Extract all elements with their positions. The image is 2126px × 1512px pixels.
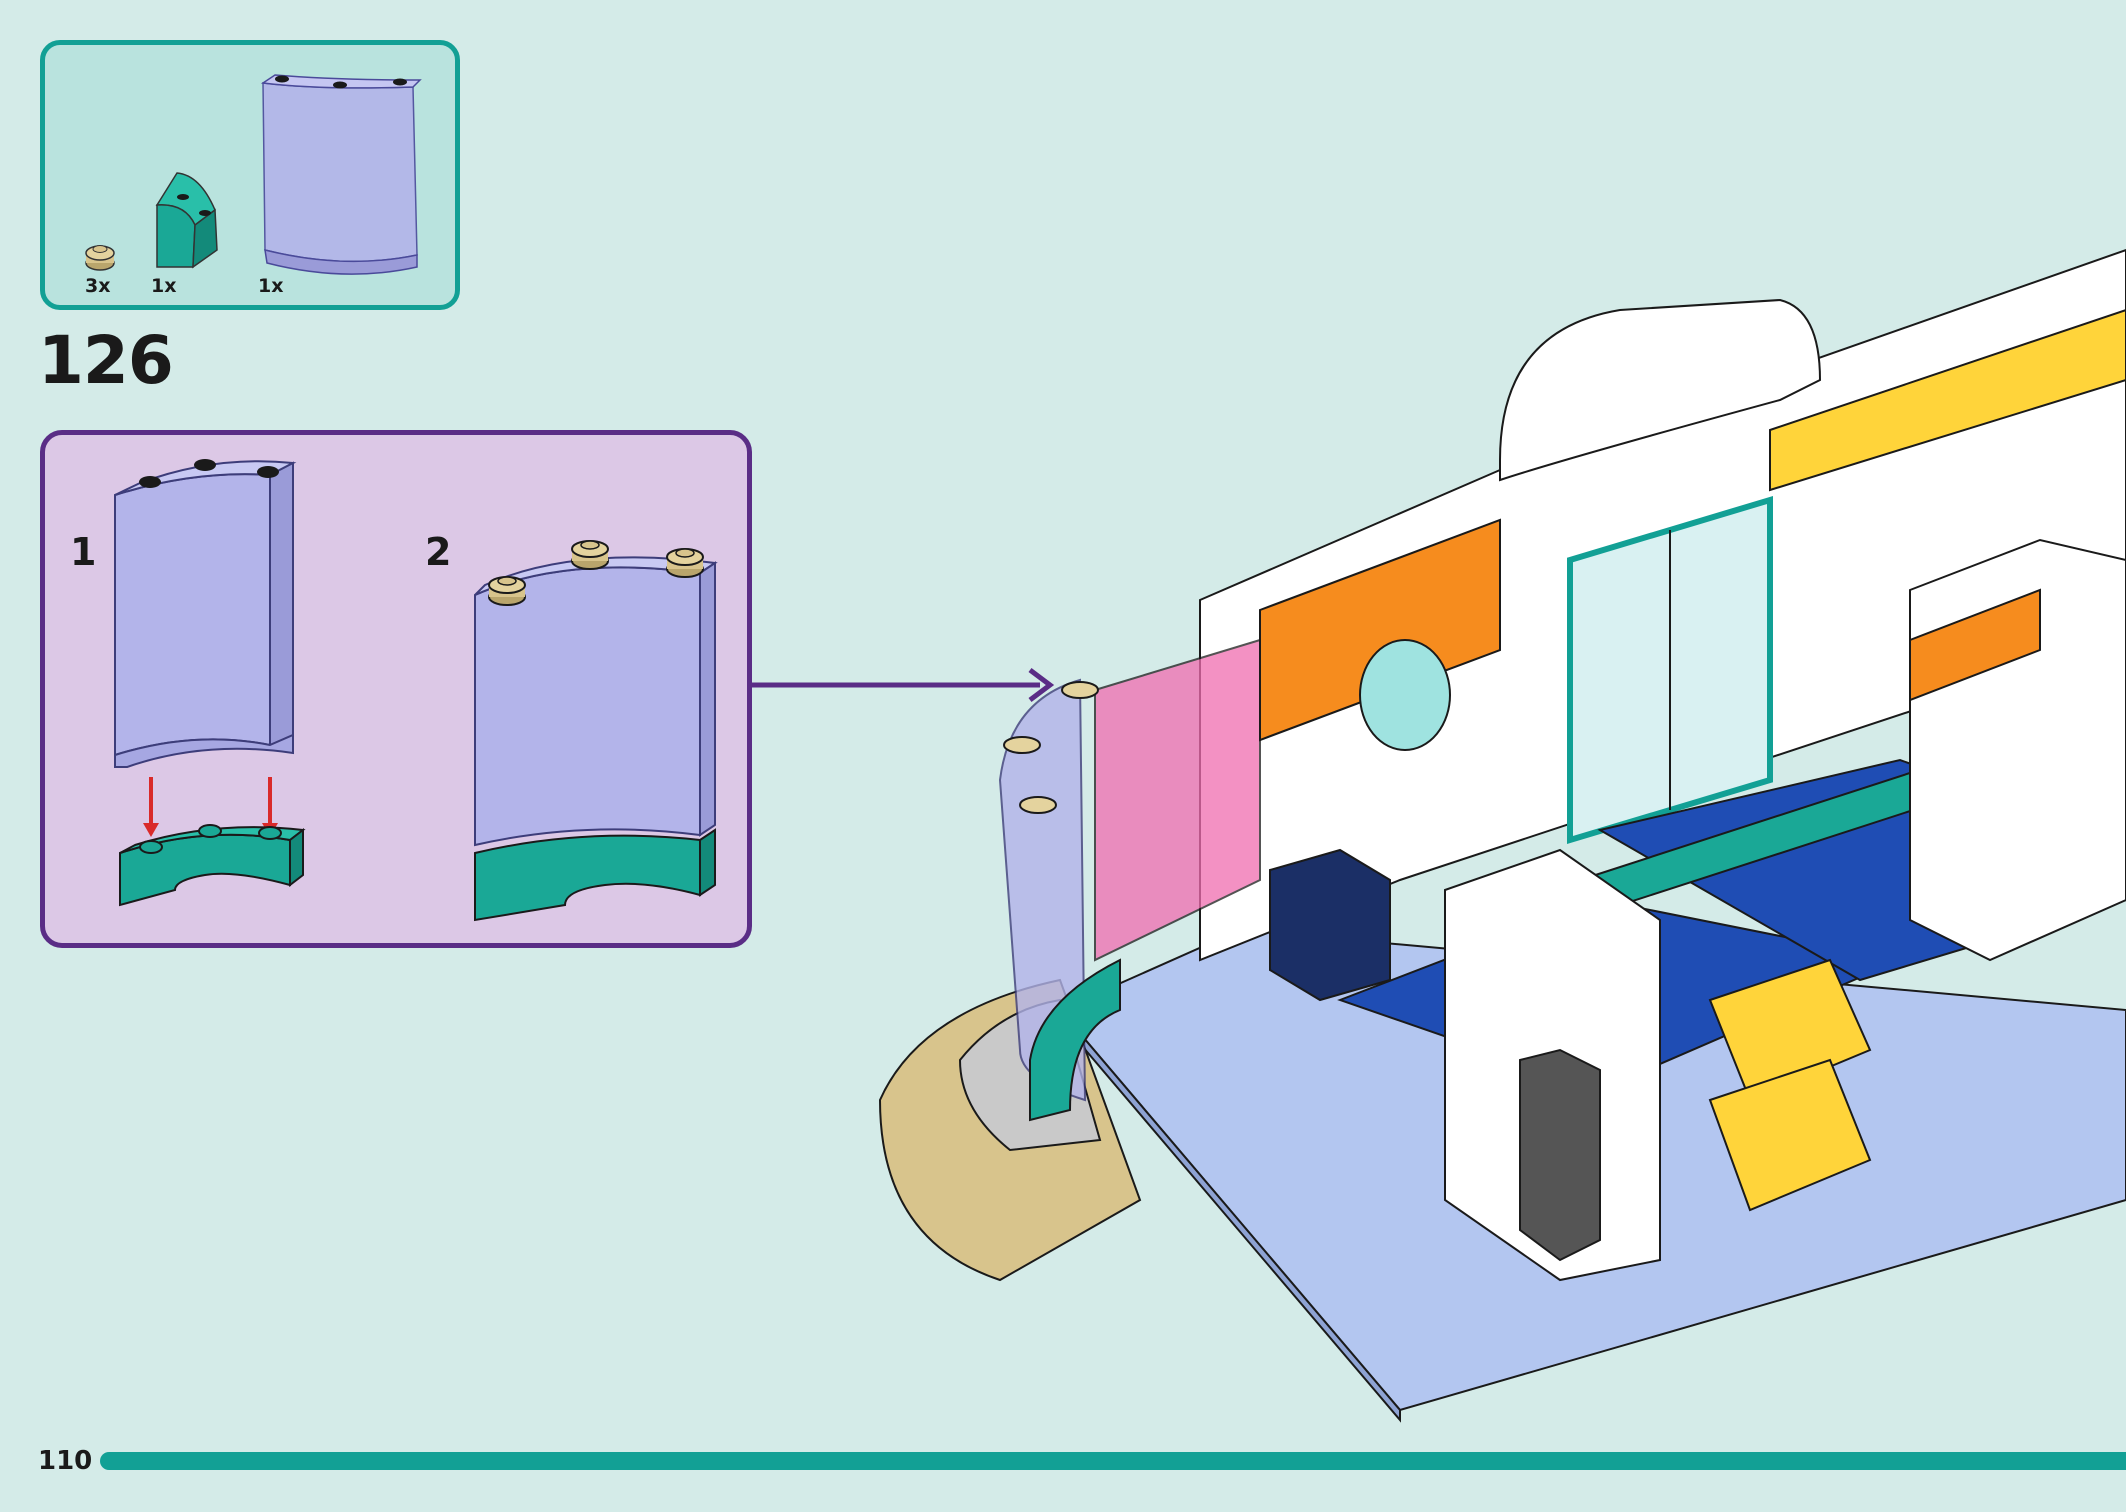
round-plate-icon <box>85 245 115 271</box>
step-number: 126 <box>38 322 174 399</box>
tan-plate-1 <box>488 576 526 606</box>
curved-brick-icon <box>155 172 218 269</box>
page-number: 110 <box>38 1446 93 1476</box>
substep-callout-box: 1 2 <box>40 430 752 948</box>
substep-number-1: 1 <box>70 530 97 574</box>
substep-number-2: 2 <box>425 530 452 574</box>
substep-2-illustration <box>474 540 718 922</box>
tan-plate-3 <box>666 548 704 578</box>
curved-panel-icon <box>260 74 422 275</box>
progress-bar <box>100 1452 2126 1470</box>
substep-1-illustration <box>114 459 306 907</box>
part-count-round-plate: 3x <box>85 275 111 297</box>
tan-plate-2 <box>571 540 609 570</box>
part-count-curved-brick: 1x <box>151 275 177 297</box>
part-count-curved-panel: 1x <box>258 275 284 297</box>
parts-list-box: 3x 1x 1x <box>40 40 460 310</box>
